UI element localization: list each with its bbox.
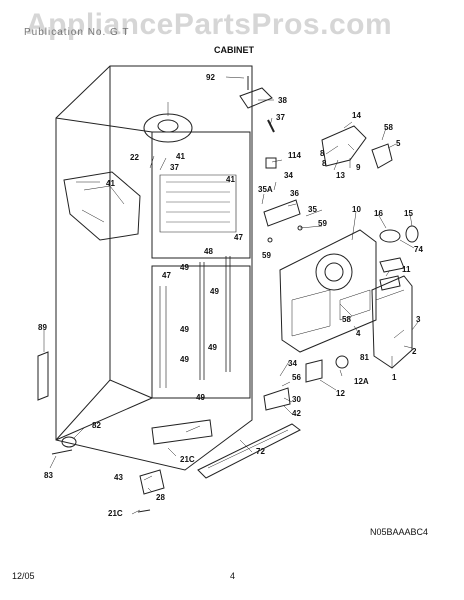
footer-date: 12/05: [12, 571, 35, 581]
callout-label: 41: [106, 179, 115, 188]
callout-label: 48: [204, 247, 213, 256]
callout-label: 22: [130, 153, 139, 162]
callout-label: 114: [288, 151, 301, 160]
callout-label: 14: [352, 111, 361, 120]
dispenser-panel-outline: [279, 229, 377, 353]
callout-label: 49: [196, 393, 205, 402]
callout-label: 5: [396, 139, 401, 148]
callout-label: 47: [234, 233, 243, 242]
callout-label: 82: [92, 421, 101, 430]
diagram-code: N05BAAABC4: [370, 527, 429, 537]
callout-label: 58: [384, 123, 393, 132]
publication-header: Publication No. G T: [24, 27, 130, 38]
callout-label: 36: [290, 189, 299, 198]
callout-label: 1: [392, 373, 397, 382]
callout-label: 92: [206, 73, 215, 82]
section-title: CABINET: [214, 45, 254, 55]
callout-label: 89: [38, 323, 47, 332]
callout-label: 16: [374, 209, 383, 218]
callout-label: 49: [180, 325, 189, 334]
callout-label: 41: [176, 152, 185, 161]
callout-label: 28: [156, 493, 165, 502]
callout-label: 11: [402, 265, 411, 274]
callout-label: 72: [256, 447, 265, 456]
callout-label: 59: [318, 219, 327, 228]
callout-label: 4: [356, 329, 361, 338]
callout-label: 34: [284, 171, 293, 180]
callout-label: 12: [336, 389, 345, 398]
callout-label: 37: [170, 163, 179, 172]
callout-label: 8: [320, 149, 325, 158]
callout-label: 21C: [108, 509, 123, 518]
callout-label: 9: [356, 163, 361, 172]
callout-label: 8: [322, 159, 327, 168]
callout-label: 47: [162, 271, 171, 280]
callout-label: 10: [352, 205, 361, 214]
callout-label: 21C: [180, 455, 195, 464]
page-number: 4: [230, 571, 236, 581]
callout-label: 2: [412, 347, 417, 356]
callout-label: 41: [226, 175, 235, 184]
callout-label: 37: [276, 113, 285, 122]
callout-label: 74: [414, 245, 423, 254]
callout-label: 58: [342, 315, 351, 324]
callout-label: 49: [210, 287, 219, 296]
callout-label: 12A: [354, 377, 369, 386]
callout-label: 34: [288, 359, 297, 368]
site-watermark: AppliancePartsPros.com: [26, 8, 393, 41]
callout-label: 56: [292, 373, 301, 382]
callout-label: 42: [292, 409, 301, 418]
callout-label: 83: [44, 471, 53, 480]
callout-label: 43: [114, 473, 123, 482]
callout-label: 13: [336, 171, 345, 180]
callout-label: 49: [180, 355, 189, 364]
callout-label: 15: [404, 209, 413, 218]
callout-label: 30: [292, 395, 301, 404]
callout-label: 35: [308, 205, 317, 214]
callout-label: 3: [416, 315, 421, 324]
callout-label: 35A: [258, 185, 273, 194]
freezer-compartment: [151, 131, 251, 259]
fresh-food-compartment: [151, 265, 251, 399]
callout-label: 38: [278, 96, 287, 105]
callout-label: 59: [262, 251, 271, 260]
callout-label: 81: [360, 353, 369, 362]
callout-label: 49: [180, 263, 189, 272]
callout-label: 49: [208, 343, 217, 352]
